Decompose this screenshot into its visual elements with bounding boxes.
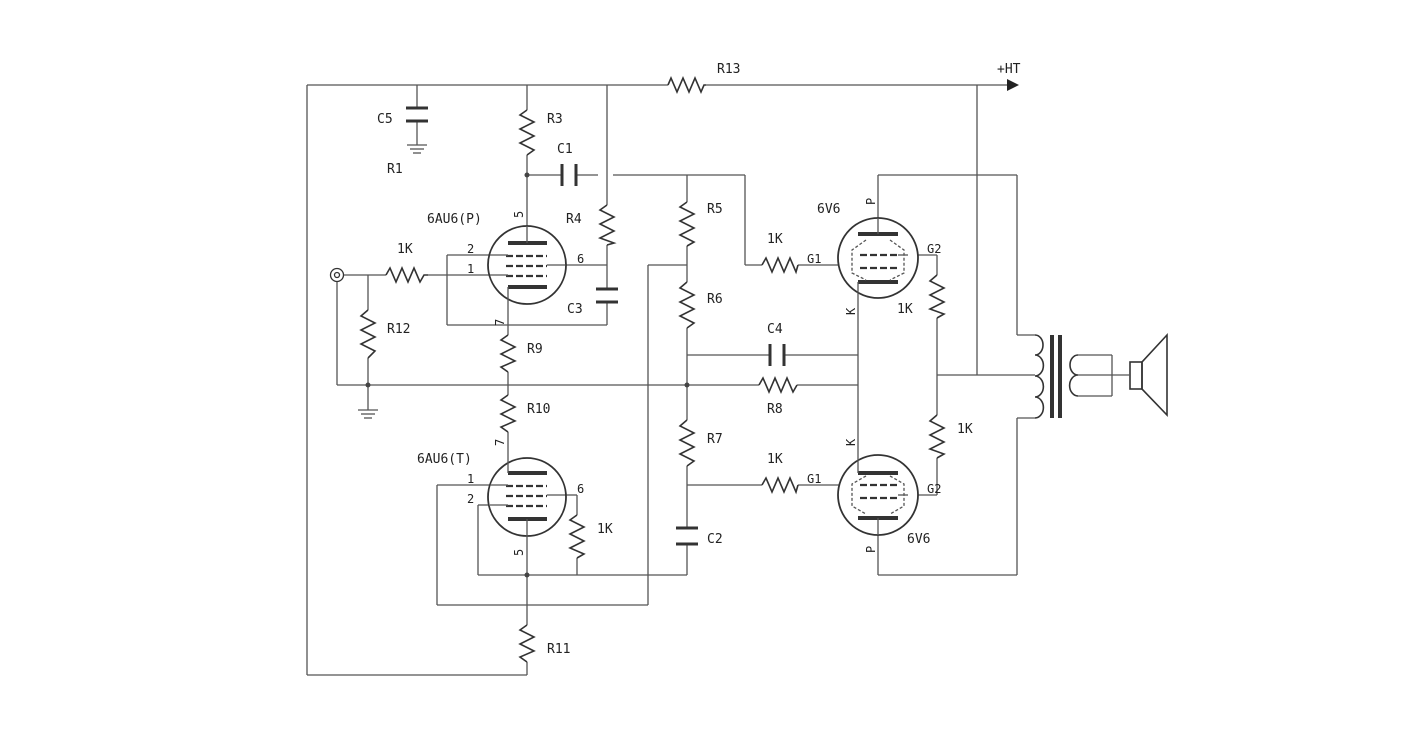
label-g1-bot-1k: 1K [767,452,783,467]
resistor-r13 [667,75,706,95]
pin-v2-g3: 5 [512,549,526,556]
tube-v4-6v6 [837,454,919,536]
resistor-g1-top-1k [761,255,799,275]
label-input-1k: 1K [397,242,413,257]
label-ht: +HT [997,62,1021,77]
pin-v4-g1: G1 [807,472,821,486]
label-c2: C2 [707,532,723,547]
label-tail-1k: 1K [597,522,613,537]
label-c5: C5 [377,112,393,127]
ground-icon [358,409,378,419]
resistor-g2-bot-1k [927,414,946,459]
label-r7: R7 [707,432,723,447]
resistor-r6 [678,281,696,329]
pin-v2-g1: 1 [467,472,474,486]
pin-v1-plate: 6 [577,252,584,266]
speaker-icon [1112,332,1168,417]
wiring [306,84,1035,676]
junction-dots [365,172,690,578]
label-r4: R4 [566,212,582,227]
pin-v4-cathode: K [844,438,858,446]
resistor-g2-top-1k [927,274,946,319]
resistor-r4 [597,204,617,246]
pin-v3-g1: G1 [807,252,821,266]
resistor-r10 [499,394,517,433]
label-r1: R1 [387,162,403,177]
output-transformer-icon [1017,334,1113,419]
capacitor-c2 [676,526,698,546]
resistor-r7 [678,419,696,467]
resistor-r11 [518,624,536,663]
label-c4: C4 [767,322,783,337]
pin-v4-g2: G2 [927,482,941,496]
label-tube-v1: 6AU6(P) [427,212,482,227]
label-c3: C3 [567,302,583,317]
arrow-right-icon [1007,79,1019,91]
label-g1-top-1k: 1K [767,232,783,247]
pin-v2-cathode: 7 [493,439,507,446]
label-g2-top-1k: 1K [897,302,913,317]
tube-v1-6au6 [487,225,567,305]
label-r8: R8 [767,402,783,417]
label-c1: C1 [557,142,573,157]
pin-v1-g1: 1 [467,262,474,276]
pin-v2-plate: 6 [577,482,584,496]
resistor-g1-bot-1k [761,475,799,495]
resistor-r12 [359,309,377,359]
resistor-tail-1k [568,514,586,559]
pin-v3-plate: P [864,198,878,205]
label-r3: R3 [547,112,563,127]
capacitor-c5 [406,106,428,123]
label-r13: R13 [717,62,740,77]
label-tube-v4: 6V6 [907,532,930,547]
input-jack-icon [329,267,345,283]
label-r5: R5 [707,202,723,217]
ground-icon [407,144,427,154]
resistor-r9 [499,334,517,373]
resistor-input-1k [385,265,428,285]
label-tube-v3: 6V6 [817,202,840,217]
capacitor-c3 [596,287,618,304]
label-tube-v2: 6AU6(T) [417,452,472,467]
pin-v1-g3: 5 [512,211,526,218]
resistor-r3 [518,109,536,156]
pin-v2-g2: 2 [467,492,474,506]
capacitor-c4 [768,344,786,366]
tube-v2-6au6 [487,457,567,541]
labels: R13 +HT C5 R1 R3 C1 R4 C3 6AU6(P) 1K R12… [377,62,1021,657]
pin-v1-g2: 2 [467,242,474,256]
label-r12: R12 [387,322,410,337]
pin-v3-g2: G2 [927,242,941,256]
label-g2-bot-1k: 1K [957,422,973,437]
pin-v4-plate: P [864,546,878,553]
tube-v3-6v6 [837,217,919,299]
resistor-r5 [678,201,696,247]
label-r10: R10 [527,402,550,417]
label-r6: R6 [707,292,723,307]
label-r11: R11 [547,642,570,657]
pin-v3-cathode: K [844,307,858,315]
capacitor-c1 [560,164,578,186]
pin-labels: 2 1 6 5 7 1 2 6 7 5 P G1 G2 K K G1 G2 P [467,198,941,556]
pin-v1-cathode: 7 [493,319,507,326]
label-r9: R9 [527,342,543,357]
resistor-r8 [758,375,798,395]
